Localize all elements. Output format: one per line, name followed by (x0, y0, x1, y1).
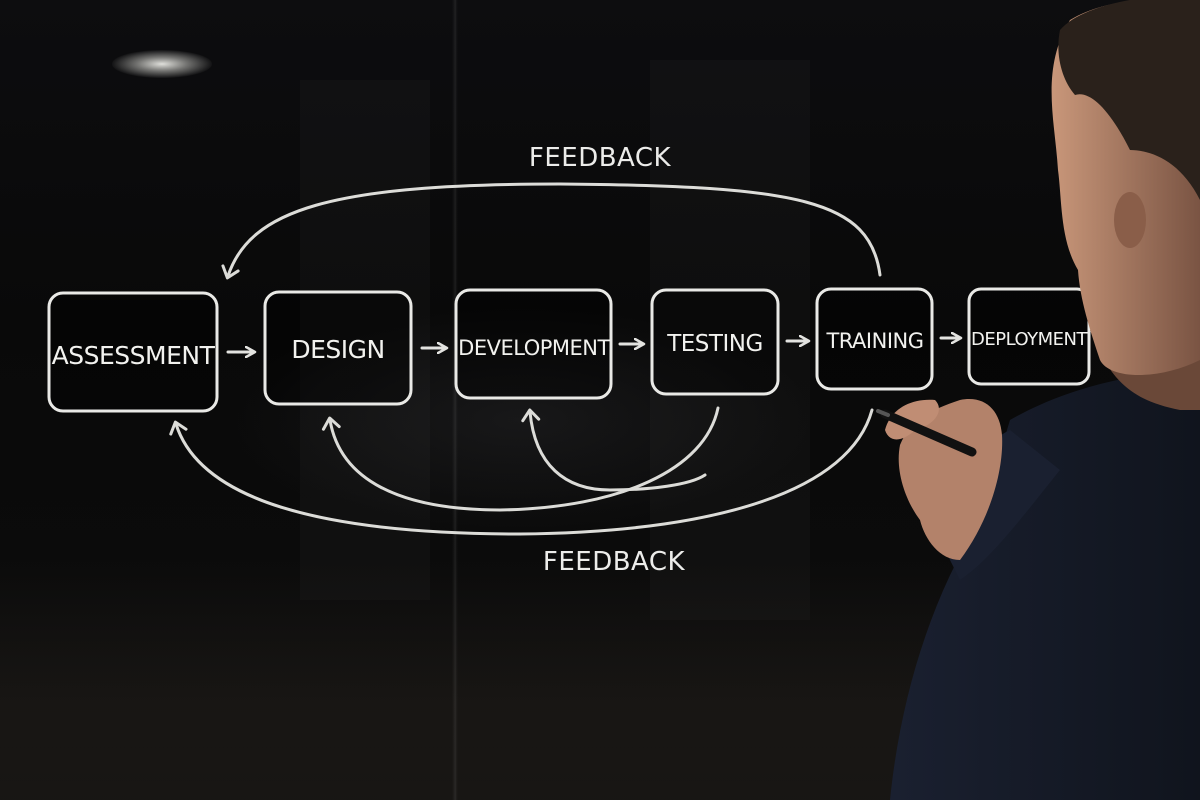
stage-label-development: DEVELOPMENT (458, 336, 610, 360)
stage-development: DEVELOPMENT (454, 288, 613, 400)
ceiling-light (112, 50, 212, 78)
feedback-loop-middle (321, 406, 720, 512)
person-hand (898, 399, 1003, 560)
feedback-loop-inner (521, 408, 707, 492)
stage-testing: TESTING (650, 288, 780, 396)
stage-training: TRAINING (815, 287, 934, 391)
stage-label-deployment: DEPLOYMENT (971, 329, 1089, 350)
stage-label-assessment: ASSESSMENT (52, 341, 216, 370)
person-hair (1058, 0, 1200, 200)
feedback-label-top: FEEDBACK (529, 143, 672, 173)
feedback-label-bottom: FEEDBACK (543, 547, 686, 577)
person-shirt (890, 371, 1200, 800)
person-fingers (885, 399, 939, 440)
feedback-loop-top (221, 182, 882, 280)
stage-design: DESIGN (263, 290, 413, 406)
person-ear (1114, 192, 1146, 248)
glass-seam (452, 0, 458, 800)
stage-label-testing: TESTING (666, 331, 763, 357)
stage-assessment: ASSESSMENT (47, 291, 219, 413)
feedback-loop-outer (169, 408, 874, 536)
marker-pen-icon (876, 409, 977, 457)
stage-label-training: TRAINING (825, 329, 923, 353)
stage-deployment: DEPLOYMENT (967, 287, 1091, 386)
stage-label-design: DESIGN (291, 335, 384, 364)
